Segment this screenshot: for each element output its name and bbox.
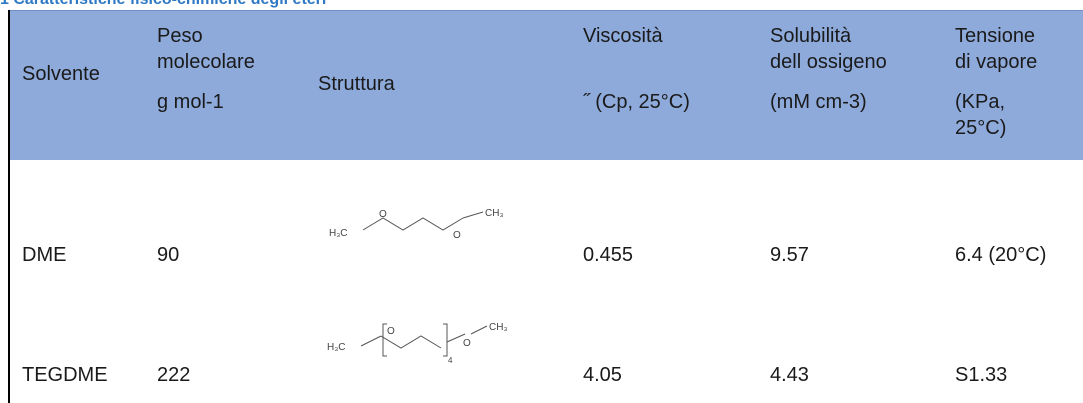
table-header <box>8 10 1083 160</box>
table-left-border <box>8 10 10 403</box>
header-peso-molecolare: Peso molecolare g mol-1 <box>157 25 255 113</box>
cell-solubilita: 9.57 <box>770 244 809 266</box>
tegdme-structure: H₃C O O CH₃ 4 <box>327 322 508 364</box>
cell-tensione: S1.33 <box>955 364 1008 386</box>
cell-solvente: TEGDME <box>22 364 108 386</box>
header-solubilita: Solubilità dell ossigeno (mM cm-3) <box>770 25 887 113</box>
tegdme-bond-right <box>470 325 488 335</box>
tegdme-bracket-left <box>382 323 387 357</box>
header-solvente: Solvente <box>22 63 100 85</box>
cell-solvente: DME <box>22 244 67 266</box>
dme-label-o1: O <box>379 209 387 220</box>
dme-structure: H₃C O O CH₃ <box>329 208 504 241</box>
dme-label-h3c: H₃C <box>329 228 348 239</box>
cell-peso: 90 <box>157 244 180 266</box>
header-tensione: Tensione di vapore (KPa, 25°C) <box>955 25 1038 139</box>
cell-solubilita: 4.43 <box>770 364 809 386</box>
tegdme-label-o2: O <box>463 338 471 349</box>
ether-properties-table: Solvente Peso molecolare g mol-1 Struttu… <box>0 10 1083 403</box>
tegdme-bond-o <box>446 333 466 343</box>
tegdme-repeat-unit <box>380 335 442 349</box>
table-caption: 1 Caratteristiche fisico-chimiche degli … <box>0 0 326 10</box>
cell-viscosita: 4.05 <box>583 364 622 386</box>
dme-backbone <box>362 217 464 231</box>
header-struttura: Struttura <box>318 73 395 95</box>
cell-peso: 222 <box>157 364 191 386</box>
tegdme-bond-left <box>360 335 382 347</box>
dme-bond-right <box>462 211 484 219</box>
cell-tensione: 6.4 (20°C) <box>955 244 1047 266</box>
dme-label-o2: O <box>453 230 461 241</box>
tegdme-label-o1: O <box>387 326 395 337</box>
tegdme-bracket-right <box>443 323 448 357</box>
header-viscosita: Viscosità ˝ (Cp, 25°C) <box>583 25 690 113</box>
dme-label-ch3: CH₃ <box>485 208 504 219</box>
tegdme-label-ch3: CH₃ <box>489 322 508 333</box>
tegdme-label-subscript: 4 <box>448 356 453 364</box>
cell-viscosita: 0.455 <box>583 244 634 266</box>
tegdme-label-h3c: H₃C <box>327 342 346 353</box>
